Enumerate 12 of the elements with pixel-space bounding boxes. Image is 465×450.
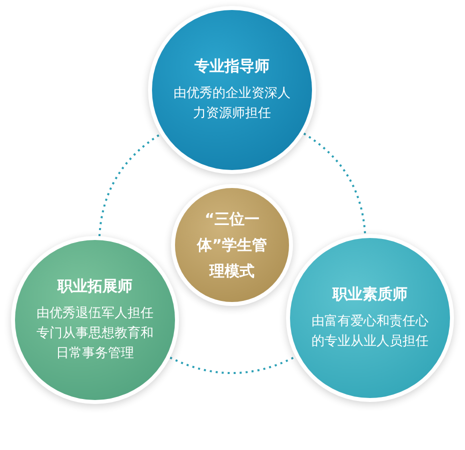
circle-title: 专业指导师: [194, 56, 270, 76]
center-circle: [175, 188, 289, 302]
dotted-arc: [98, 133, 162, 236]
role-circle: [152, 10, 312, 170]
circle-description: 由优秀的企业资深人力资源师担任: [172, 84, 292, 122]
dotted-arc: [303, 132, 366, 234]
circle-title: 职业拓展师: [56, 276, 134, 296]
center-label: “三位一体”学生管理模式: [196, 209, 268, 282]
dotted-arc: [170, 356, 296, 374]
circle-description: 由优秀退伍军人担任专门从事思想教育和日常事务管理: [36, 304, 154, 362]
circle-description: 由富有爱心和责任心的专业从业人员担任: [310, 312, 430, 350]
circle-title: 职业素质师: [331, 284, 408, 304]
